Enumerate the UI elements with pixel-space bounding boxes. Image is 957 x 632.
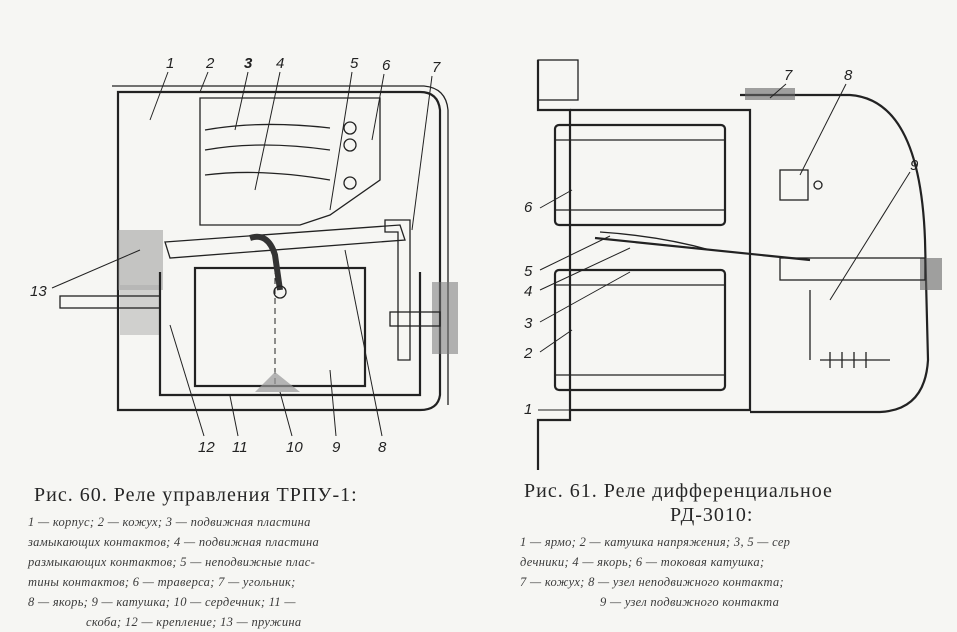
- label-61-7: 7: [784, 67, 793, 84]
- bracket: [158, 272, 422, 397]
- label-61-6: 6: [524, 199, 533, 216]
- right-plug: [432, 282, 458, 354]
- cover-side-hatch: [920, 258, 942, 290]
- label-4: 4: [276, 55, 284, 72]
- figure-60-caption: Рис. 60. Реле управления ТРПУ-1:: [34, 484, 358, 506]
- label-61-1: 1: [524, 401, 532, 418]
- lead-terminal: [273, 285, 287, 299]
- mount-block: [120, 285, 160, 335]
- flex-lead: [249, 233, 283, 291]
- label-61-3: 3: [524, 315, 533, 332]
- right-bolt: [389, 311, 441, 327]
- legend-60-line-1: 1 — корпус; 2 — кожух; 3 — подвижная пла…: [28, 515, 311, 529]
- legend-61-line-2: дечники; 4 — якорь; 6 — токовая катушка;: [520, 555, 765, 569]
- angle-bracket: [384, 219, 411, 361]
- voltage-coil: [553, 268, 727, 392]
- core: [255, 372, 300, 392]
- label-7: 7: [432, 59, 441, 76]
- label-61-4: 4: [524, 283, 532, 300]
- yoke: [570, 108, 752, 412]
- label-9: 9: [332, 439, 341, 456]
- label-3: 3: [244, 55, 253, 72]
- legend-61-line-3: 7 — кожух; 8 — узел неподвижного контакт…: [520, 575, 784, 589]
- label-61-5: 5: [524, 263, 533, 280]
- contact-frame: [199, 97, 381, 226]
- yoke-left: [536, 60, 572, 470]
- figure-61-caption-line-2: РД-3010:: [670, 504, 754, 526]
- label-61-2: 2: [523, 345, 533, 362]
- contact-plate-3: [204, 171, 331, 181]
- figure-61-drawing: 7 8 9 6 5 4 3 2 1: [523, 59, 942, 470]
- figure-61-caption-line-1: Рис. 61. Реле дифференциальное: [524, 480, 833, 502]
- contact-screw-2: [343, 138, 357, 152]
- spring-block: [118, 230, 163, 290]
- legend-61-line-4: 9 — узел подвижного контакта: [600, 595, 780, 609]
- label-11: 11: [232, 439, 248, 456]
- label-2: 2: [205, 55, 215, 72]
- contact-plate-2: [204, 144, 331, 151]
- fixed-contact: [779, 169, 809, 201]
- figure-61: 7 8 9 6 5 4 3 2 1 Рис. 61. Реле дифферен…: [480, 0, 957, 617]
- label-13: 13: [30, 283, 47, 300]
- housing-outline: [116, 90, 442, 412]
- label-8: 8: [378, 439, 387, 456]
- label-12: 12: [198, 439, 215, 456]
- cover-outline: [112, 85, 449, 405]
- label-5: 5: [350, 55, 359, 72]
- legend-60-line-3: размыкающих контактов; 5 — неподвижные п…: [28, 555, 316, 569]
- label-6: 6: [382, 57, 391, 74]
- armature: [164, 224, 406, 259]
- armature-61: [594, 236, 811, 262]
- armature-arm: [779, 257, 926, 281]
- label-10: 10: [286, 439, 303, 456]
- current-coil: [553, 123, 727, 227]
- label-61-9: 9: [910, 157, 919, 174]
- legend-60-line-5: 8 — якорь; 9 — катушка; 10 — сердечник; …: [28, 595, 296, 609]
- cover: [740, 93, 930, 414]
- label-61-8: 8: [844, 67, 853, 84]
- contact-plate-1: [204, 123, 331, 131]
- label-1: 1: [166, 55, 174, 72]
- contact-screw-1: [343, 121, 357, 135]
- figure-60: 1 2 3 4 5 6 7 13 12 11 10 9 8 Рис. 60. Р…: [0, 0, 480, 629]
- cover-top-hatch: [745, 88, 795, 100]
- figure-61-legend: 1 — ярмо; 2 — катушка напряжения; 3, 5 —…: [520, 532, 950, 612]
- figure-60-drawing: 1 2 3 4 5 6 7 13 12 11 10 9 8: [30, 55, 458, 456]
- contact-spring: [820, 352, 890, 368]
- legend-61-line-1: 1 — ярмо; 2 — катушка напряжения; 3, 5 —…: [520, 535, 791, 549]
- core-tip: [599, 231, 711, 251]
- legend-60-line-6: скоба; 12 — крепление; 13 — пружина: [86, 615, 302, 629]
- legend-60-line-4: тины контактов; 6 — траверса; 7 — угольн…: [28, 575, 296, 589]
- top-block: [537, 59, 579, 101]
- legend-60-line-2: замыкающих контактов; 4 — подвижная плас…: [28, 535, 319, 549]
- contact-screw-3: [343, 176, 357, 190]
- figure-60-legend: 1 — корпус; 2 — кожух; 3 — подвижная пла…: [28, 512, 468, 632]
